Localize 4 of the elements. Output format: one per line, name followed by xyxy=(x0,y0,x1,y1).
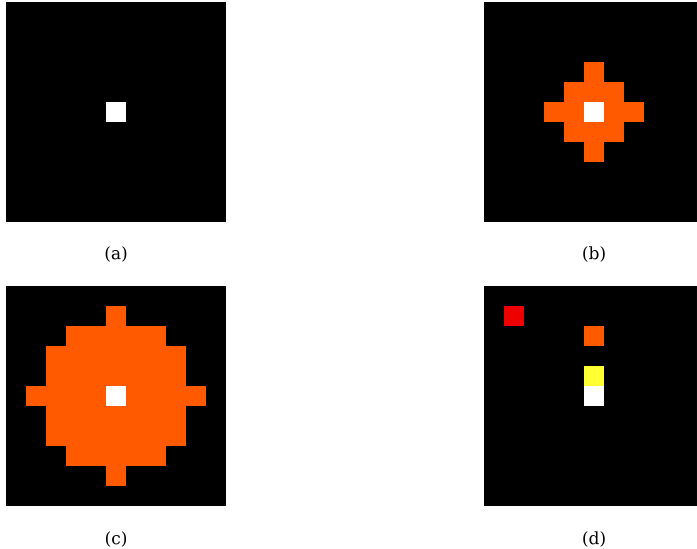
panel-caption: (b) xyxy=(583,246,605,262)
panel-caption: (d) xyxy=(583,531,605,547)
panel-caption: (a) xyxy=(106,246,126,262)
panel-caption: (c) xyxy=(106,531,126,547)
